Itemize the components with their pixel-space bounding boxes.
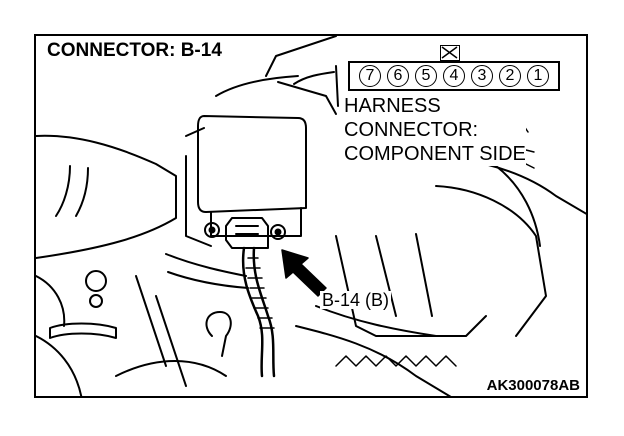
connector-pin: 6 (387, 65, 409, 87)
harness-label-line: CONNECTOR: (344, 119, 479, 141)
harness-connector-label: HARNESS CONNECTOR: COMPONENT SIDE (344, 94, 526, 166)
connector-pin: 2 (499, 65, 521, 87)
component-body (197, 115, 307, 213)
connector-pin: 5 (415, 65, 437, 87)
dipstick-handle (205, 311, 232, 357)
connector-lock-icon (440, 45, 460, 61)
connector-b14 (225, 217, 269, 249)
connector-callout: B-14 (B) (320, 290, 392, 310)
wire-harness (241, 246, 264, 378)
connector-pin: 7 (359, 65, 381, 87)
connector-pin: 4 (443, 65, 465, 87)
connector-pin: 3 (471, 65, 493, 87)
diagram-frame: CONNECTOR: B-14 7 6 5 4 3 2 1 HARNESS CO… (34, 34, 588, 398)
harness-label-line: COMPONENT SIDE (344, 143, 526, 165)
engine-bay-illustration (36, 36, 586, 396)
harness-label-line: HARNESS (344, 95, 441, 117)
hose-clamp (49, 322, 117, 339)
diagram-title: CONNECTOR: B-14 (44, 40, 225, 61)
connector-pin-diagram: 7 6 5 4 3 2 1 (348, 61, 560, 91)
figure-code: AK300078AB (484, 377, 582, 394)
pointer-arrow-icon (281, 249, 327, 297)
connector-pin: 1 (527, 65, 549, 87)
air-hose (36, 134, 177, 259)
